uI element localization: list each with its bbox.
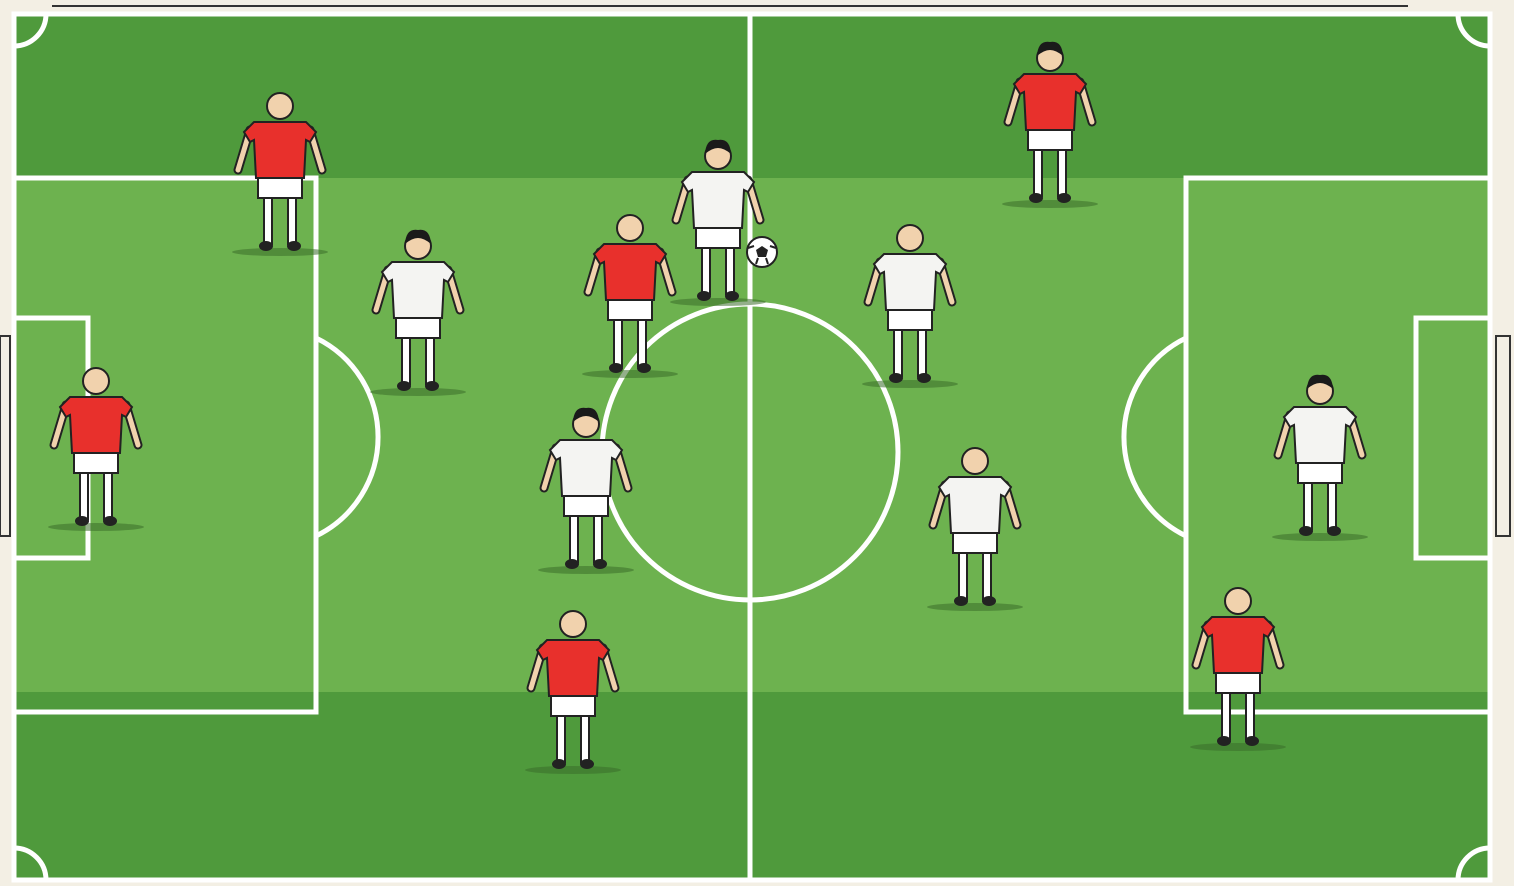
ball-layer xyxy=(747,237,777,267)
right-goal xyxy=(1496,336,1510,536)
football-ball xyxy=(747,237,777,267)
left-goal xyxy=(0,336,10,536)
